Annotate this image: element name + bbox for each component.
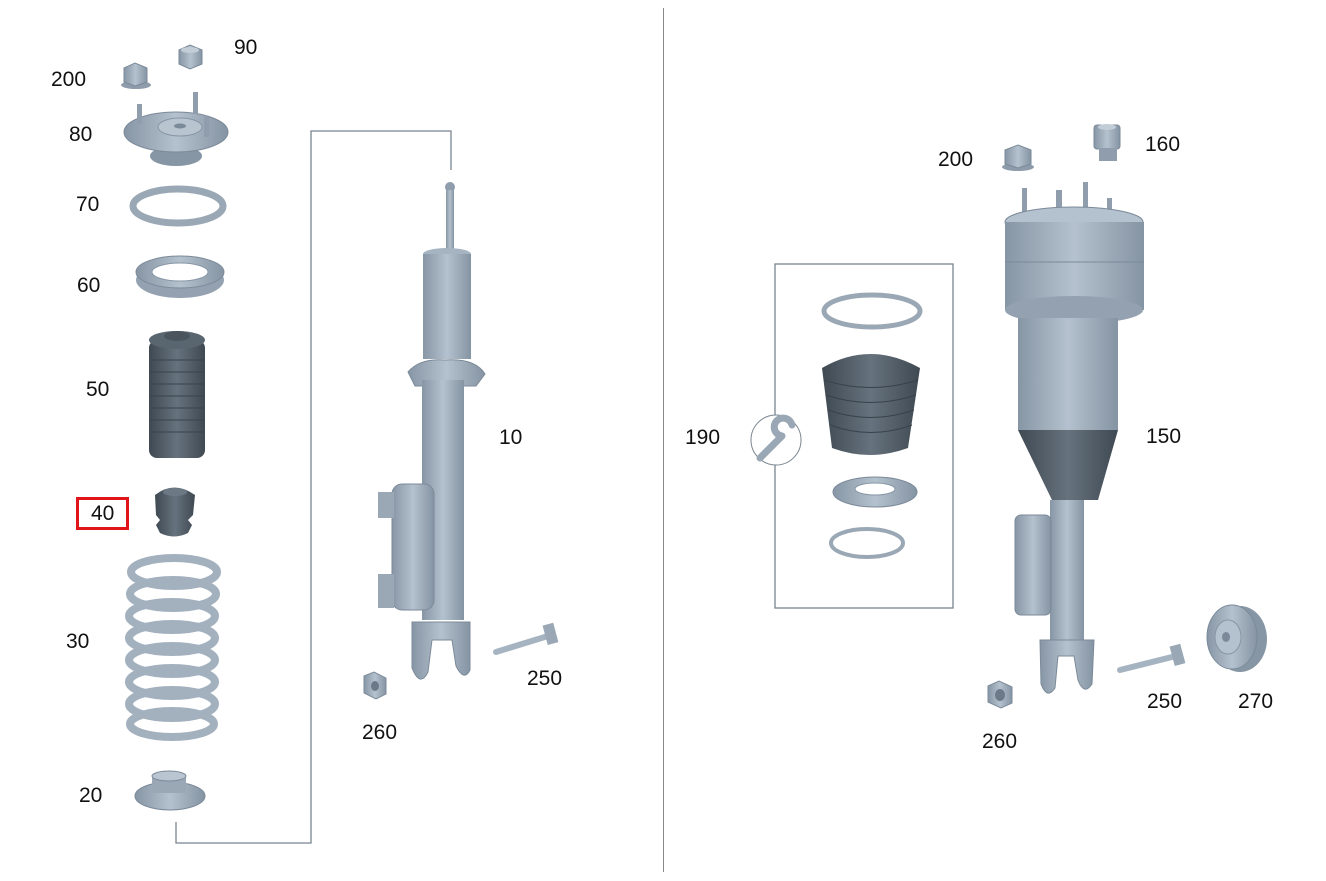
- label-90[interactable]: 90: [234, 36, 258, 59]
- part-260-nut[interactable]: [363, 671, 387, 700]
- part-250-bolt-right[interactable]: [1117, 643, 1186, 673]
- part-260-nut-right[interactable]: [987, 680, 1013, 709]
- label-260[interactable]: 260: [362, 721, 398, 744]
- label-80[interactable]: 80: [69, 123, 93, 146]
- label-30[interactable]: 30: [66, 630, 90, 653]
- part-90-nut[interactable]: [178, 44, 203, 70]
- part-60-spring-seat[interactable]: [135, 255, 225, 298]
- label-50[interactable]: 50: [86, 378, 110, 401]
- wrench-icon: [750, 414, 802, 466]
- part-70-shim[interactable]: [129, 185, 227, 227]
- assembly-bracket-line: [175, 130, 452, 844]
- part-40-bump-stop[interactable]: [155, 487, 195, 537]
- label-70[interactable]: 70: [76, 193, 100, 216]
- label-40-highlighted[interactable]: 40: [75, 497, 130, 530]
- part-150-air-strut[interactable]: [1004, 182, 1144, 694]
- label-150[interactable]: 150: [1146, 425, 1182, 448]
- label-260-right[interactable]: 260: [982, 730, 1018, 753]
- section-divider: [663, 8, 664, 872]
- part-250-bolt[interactable]: [493, 622, 559, 655]
- label-250-right[interactable]: 250: [1147, 690, 1183, 713]
- label-20[interactable]: 20: [79, 784, 103, 807]
- part-160-fitting[interactable]: [1093, 124, 1121, 161]
- part-30-coil-spring[interactable]: [125, 554, 221, 741]
- part-200-nut[interactable]: [121, 62, 151, 89]
- label-250[interactable]: 250: [527, 667, 563, 690]
- label-10[interactable]: 10: [499, 426, 523, 449]
- label-190[interactable]: 190: [685, 426, 721, 449]
- kit-190-parts[interactable]: [821, 292, 923, 559]
- part-20-lower-seat[interactable]: [134, 770, 206, 811]
- part-270-bushing[interactable]: [1206, 604, 1267, 672]
- part-50-dust-boot[interactable]: [149, 331, 205, 458]
- label-60[interactable]: 60: [77, 274, 101, 297]
- label-270[interactable]: 270: [1238, 690, 1274, 713]
- label-200-right[interactable]: 200: [938, 148, 974, 171]
- part-80-top-mount[interactable]: [123, 92, 229, 166]
- label-160[interactable]: 160: [1145, 133, 1181, 156]
- part-200-nut-right[interactable]: [1002, 144, 1034, 171]
- part-10-shock-absorber[interactable]: [378, 182, 486, 680]
- label-200[interactable]: 200: [51, 68, 87, 91]
